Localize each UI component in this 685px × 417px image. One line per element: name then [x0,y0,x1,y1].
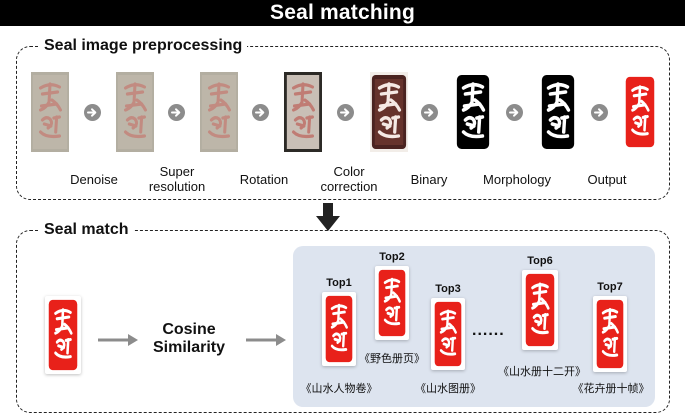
result-seal [378,269,406,337]
arrow-to-results-icon [246,334,286,346]
result-seal-card [322,292,356,366]
book-label: 《野色册页》 [359,353,425,365]
step-label-rotation: Rotation [239,172,289,187]
rank-label: Top3 [435,283,461,295]
seal-match-box [16,230,670,413]
step-label-color-correction: Color correction [320,164,378,194]
arrow-to-cosine-icon [98,334,138,346]
step-label-output: Output [587,172,627,187]
cosine-similarity-label: Cosine Similarity [152,321,226,356]
book-label: 《山水册十二开》 [498,366,586,378]
seal-step-denoise [31,72,69,152]
book-label: 《山水人物卷》 [300,383,378,395]
step-label-super-resolution: Super resolution [148,164,206,194]
seal-step-super-resolution [116,72,154,152]
arrow-right-icon [421,104,438,121]
rank-label: Top6 [527,255,553,267]
ellipsis: ...... [472,322,505,339]
result-seal [525,273,555,347]
preprocessing-title: Seal image preprocessing [39,37,248,55]
book-label: 《花卉册十帧》 [572,383,650,395]
seal-step-output [625,76,655,148]
result-seal [596,299,624,369]
rank-label: Top7 [597,281,623,293]
query-seal [48,299,78,371]
seal-step-rotation [200,72,238,152]
result-seal [325,295,353,363]
result-seal-card [593,296,627,372]
result-seal-card [375,266,409,340]
rank-label: Top1 [326,277,352,289]
result-seal-card [522,270,558,350]
seal-match-title: Seal match [39,221,134,239]
arrow-right-icon [591,104,608,121]
query-seal-card [45,296,81,374]
step-label-binary: Binary [410,172,448,187]
arrow-right-icon [252,104,269,121]
seal-step-binary [370,72,408,152]
seal-step-binary-output [539,72,577,152]
preprocessing-box [16,46,670,200]
rank-label: Top2 [379,251,405,263]
result-seal [434,301,462,367]
main-title: Seal matching [270,1,415,24]
down-arrow-icon [316,203,340,231]
arrow-right-icon [337,104,354,121]
seal-step-morphology [454,72,492,152]
arrow-right-icon [84,104,101,121]
result-seal-card [431,298,465,370]
arrow-right-icon [506,104,523,121]
arrow-right-icon [168,104,185,121]
book-label: 《山水图册》 [415,383,481,395]
step-label-denoise: Denoise [70,172,118,187]
seal-step-color-correction [284,72,322,152]
step-label-morphology: Morphology [483,172,551,187]
title-bar: Seal matching [0,0,685,26]
